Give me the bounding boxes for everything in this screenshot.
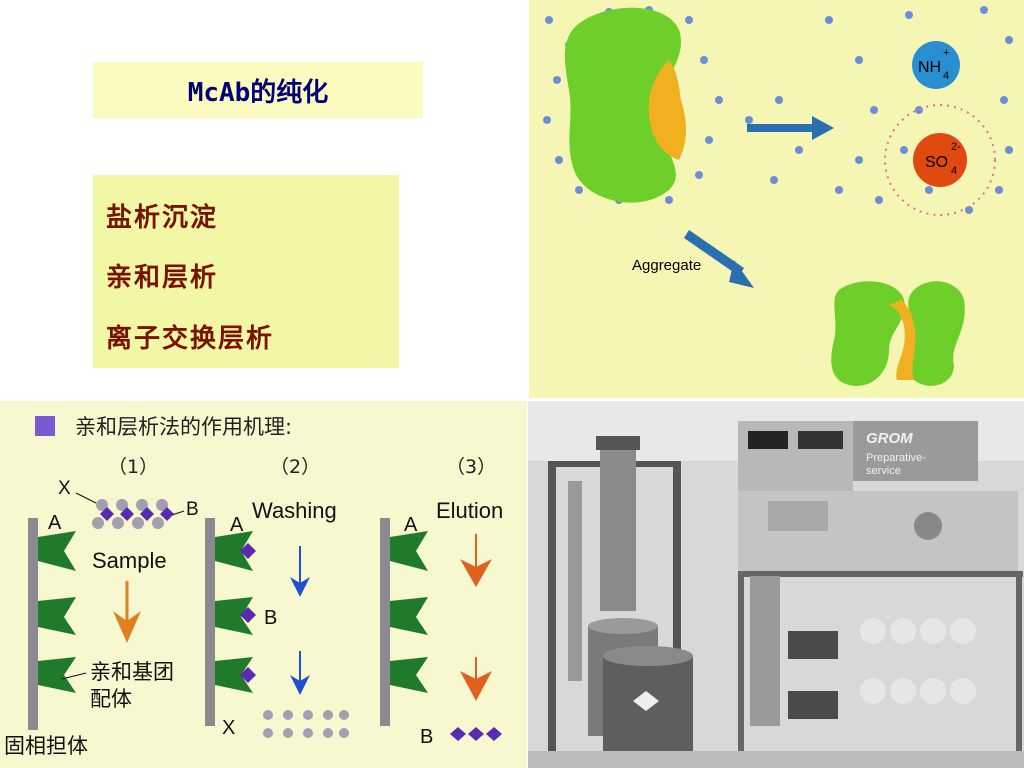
brand-panel — [853, 421, 978, 481]
elute-arrow-1 — [460, 534, 492, 587]
sulfate-label: SO — [925, 154, 948, 171]
arrow-aggregate — [684, 230, 754, 288]
sample-label: Sample — [92, 548, 167, 573]
label-a-1: A — [48, 512, 62, 534]
washed-impurities — [263, 710, 349, 738]
column-medium — [750, 576, 780, 726]
protein-hydrophobic-pocket — [648, 60, 686, 160]
step-label-3: （3） — [446, 456, 496, 478]
method-item-affinity: 亲和层析 — [106, 263, 219, 293]
brand-line-1: Preparative- — [866, 452, 926, 464]
method-item-ion-exchange: 离子交换层析 — [106, 324, 275, 354]
brand-line-2: service — [866, 465, 901, 477]
salting-out-illustration: NH 4 + SO 4 2- Aggregate — [529, 0, 1024, 398]
sample-mixture — [92, 499, 174, 529]
label-b-pointer — [171, 510, 185, 516]
label-x-pointer — [75, 492, 97, 504]
label-x-step2: X — [222, 717, 235, 739]
solid-support-3 — [380, 518, 390, 726]
sulfate-ion: SO 4 2- — [884, 104, 996, 216]
bullet-icon — [35, 416, 55, 436]
elution-label: Elution — [436, 498, 503, 523]
sulfate-subscript: 4 — [951, 165, 957, 177]
wash-arrow-2 — [290, 651, 310, 695]
page-title-box: McAb的纯化 — [93, 62, 423, 118]
ammonium-ion: NH 4 + — [912, 41, 960, 89]
aggregate-label: Aggregate — [632, 257, 701, 274]
step-label-2: （2） — [270, 456, 320, 478]
column-thin — [568, 481, 582, 681]
sulfate-superscript: 2- — [951, 141, 961, 153]
aggregate-pocket — [889, 300, 916, 380]
step-label-1: （1） — [108, 456, 158, 478]
arrow-right — [747, 116, 834, 140]
wash-arrow-1 — [290, 546, 310, 597]
support-label: 固相担体 — [4, 734, 88, 758]
eluted-targets — [450, 727, 502, 741]
solid-support-1 — [28, 518, 38, 730]
ammonium-subscript: 4 — [943, 70, 949, 82]
label-b-step2: B — [264, 607, 277, 629]
method-item-salting-out: 盐析沉淀 — [106, 203, 219, 233]
aggregate-protein-left — [831, 281, 905, 386]
ligand-label-2: 配体 — [90, 687, 132, 711]
column-tall — [600, 441, 636, 611]
ligand-pointer — [61, 672, 87, 680]
elute-arrow-2 — [460, 657, 492, 701]
washing-label: Washing — [252, 498, 337, 523]
method-list: 盐析沉淀 亲和层析 离子交换层析 — [93, 175, 399, 368]
sample-arrow — [113, 581, 141, 643]
valve-assemblies — [860, 618, 976, 704]
label-b-step3: B — [420, 726, 433, 748]
affinity-heading: 亲和层析法的作用机理: — [75, 415, 292, 439]
affinity-background — [0, 401, 527, 768]
solid-support-2 — [205, 518, 215, 726]
label-b: B — [186, 499, 199, 520]
aggregate-protein-right — [908, 281, 965, 386]
label-a-3: A — [404, 514, 418, 536]
label-x: X — [58, 478, 71, 499]
protein-molecule — [564, 7, 682, 203]
ligand-label-1: 亲和基团 — [90, 660, 174, 684]
ammonium-label: NH — [918, 59, 941, 76]
bound-targets-step2 — [240, 543, 256, 683]
label-a-2: A — [230, 514, 244, 536]
brand-name: GROM — [866, 430, 913, 447]
page-title: McAb的纯化 — [187, 77, 329, 108]
chromatography-instrument-photo: GROM Preparative- service — [528, 401, 1024, 768]
ligands — [38, 531, 428, 693]
ammonium-superscript: + — [943, 47, 949, 59]
affinity-mechanism-diagram: 亲和层析法的作用机理: （1） （2） （3） A A A X B Sample — [0, 401, 527, 768]
